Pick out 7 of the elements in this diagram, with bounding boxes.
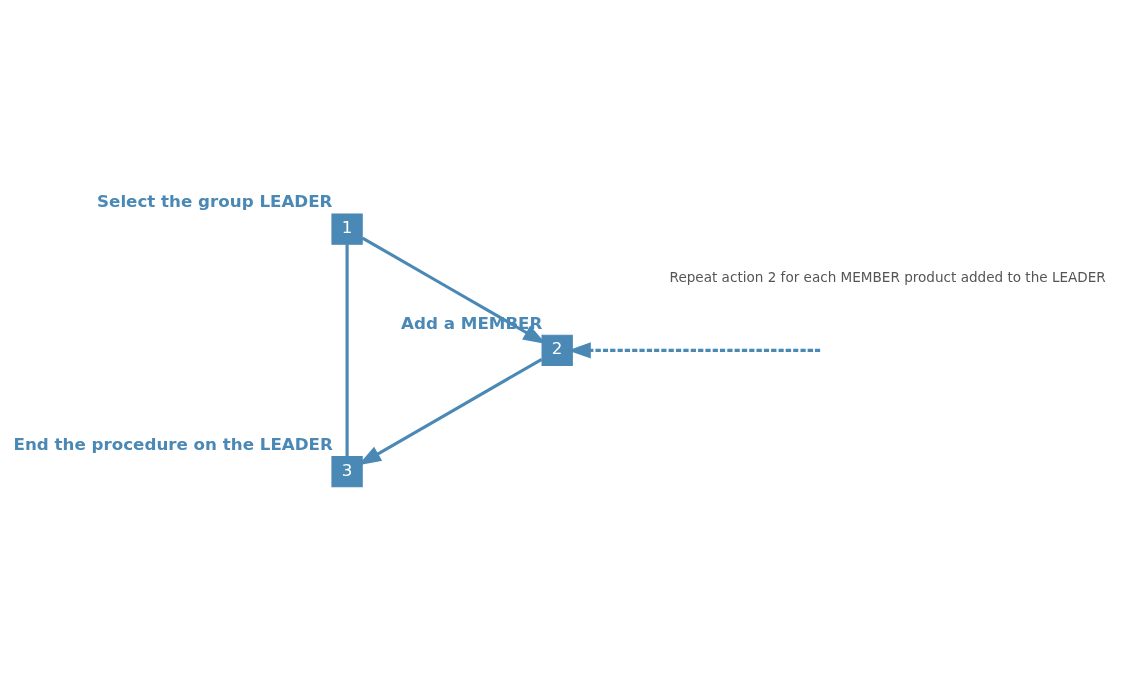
node-label: End the procedure on the LEADER [13, 434, 333, 455]
node-box: 2 [541, 334, 573, 367]
node-label: Select the group LEADER [97, 191, 333, 212]
connector [345, 244, 349, 457]
label: Repeat action 2 for each MEMBER product added to the LEADER [669, 268, 1106, 285]
node-box: 1 [331, 213, 363, 245]
node-box: 3 [331, 456, 363, 488]
